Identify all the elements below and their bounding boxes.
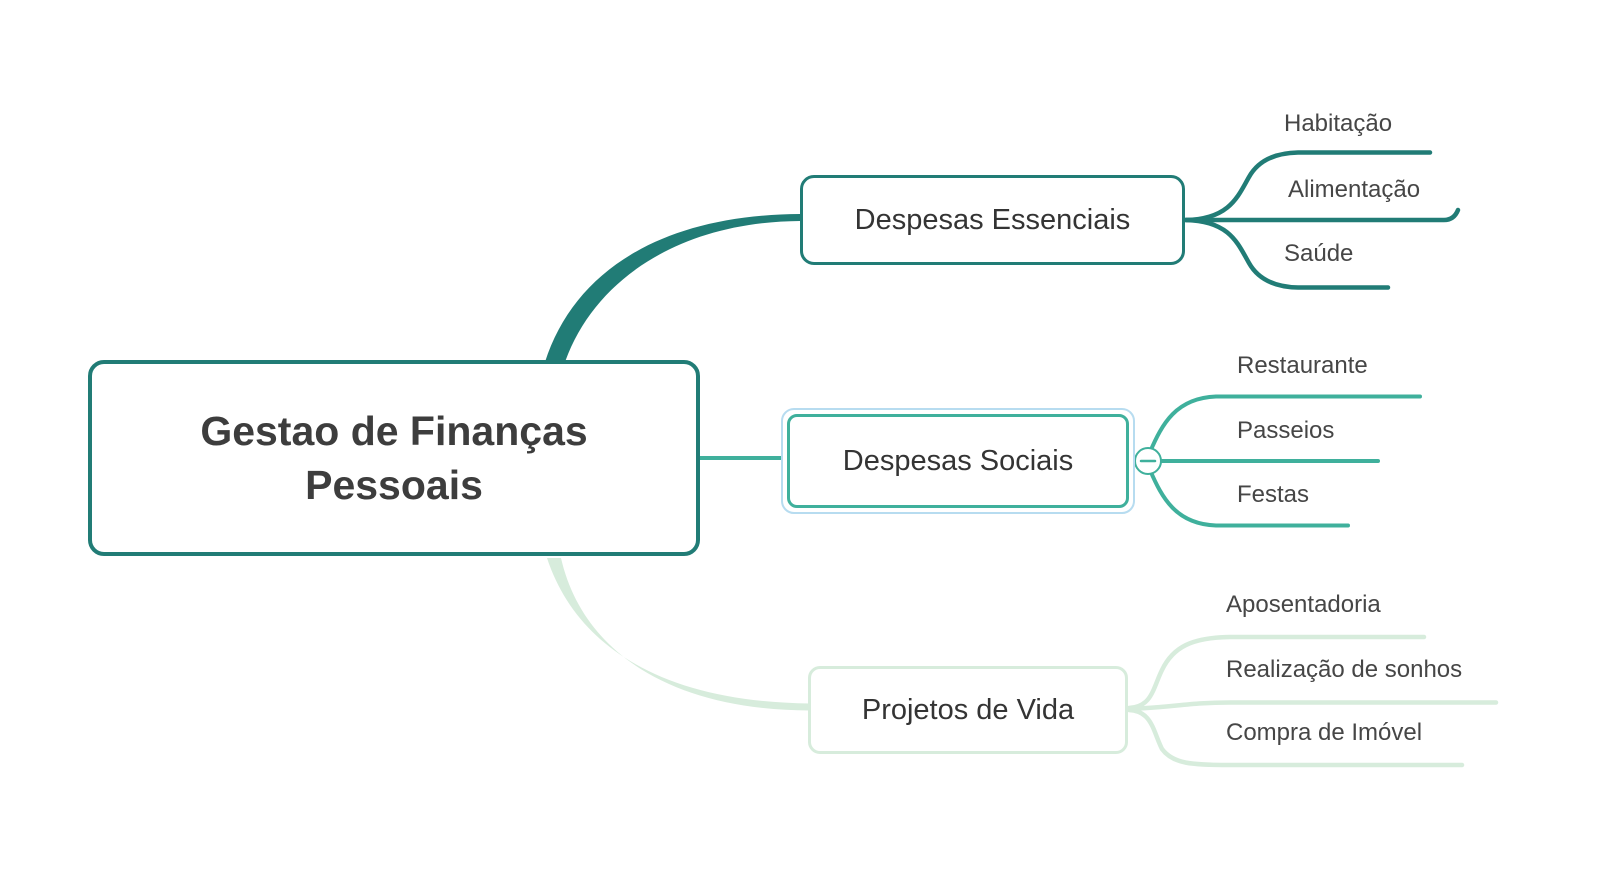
root-label: Gestao de Finanças Pessoais bbox=[200, 407, 588, 508]
branch1-child-line-habitacao bbox=[1183, 150, 1433, 223]
branch3-child-line-realizacao bbox=[1126, 700, 1499, 712]
child-alimentacao[interactable]: Alimentação bbox=[1288, 176, 1421, 203]
collapse-button[interactable] bbox=[1134, 447, 1162, 475]
child-restaurante[interactable]: Restaurante bbox=[1237, 352, 1368, 379]
node-projetos-de-vida[interactable]: Projetos de Vida bbox=[808, 666, 1128, 754]
child-passeios[interactable]: Passeios bbox=[1237, 417, 1335, 444]
node-despesas-essenciais[interactable]: Despesas Essenciais bbox=[800, 175, 1185, 265]
branch3-trunk-connector bbox=[547, 558, 810, 711]
child-aposentadoria[interactable]: Aposentadoria bbox=[1226, 591, 1381, 618]
branch1-label: Despesas Essenciais bbox=[854, 203, 1131, 236]
child-saude[interactable]: Saúde bbox=[1284, 240, 1354, 267]
child-compra-de-imovel[interactable]: Compra de Imóvel bbox=[1226, 719, 1423, 746]
branch2-child-line-festas bbox=[1148, 468, 1350, 528]
selection-outline: Despesas Sociais bbox=[781, 408, 1135, 514]
branch3-child-line-aposentadoria bbox=[1126, 634, 1427, 711]
branch2-child-line-restaurante bbox=[1148, 394, 1422, 454]
branch1-trunk-connector bbox=[545, 214, 800, 368]
branch3-label: Projetos de Vida bbox=[861, 693, 1075, 726]
node-despesas-sociais[interactable]: Despesas Sociais bbox=[787, 414, 1129, 508]
branch2-label: Despesas Sociais bbox=[842, 444, 1074, 477]
child-realizacao-de-sonhos[interactable]: Realização de sonhos bbox=[1226, 656, 1463, 683]
branch1-child-line-saude bbox=[1183, 217, 1391, 290]
child-habitacao[interactable]: Habitação bbox=[1284, 110, 1393, 137]
branch1-child-line-alimentacao bbox=[1183, 207, 1461, 223]
branch3-child-line-compra bbox=[1126, 707, 1465, 768]
child-festas[interactable]: Festas bbox=[1237, 481, 1310, 508]
node-root[interactable]: Gestao de Finanças Pessoais bbox=[88, 360, 700, 556]
